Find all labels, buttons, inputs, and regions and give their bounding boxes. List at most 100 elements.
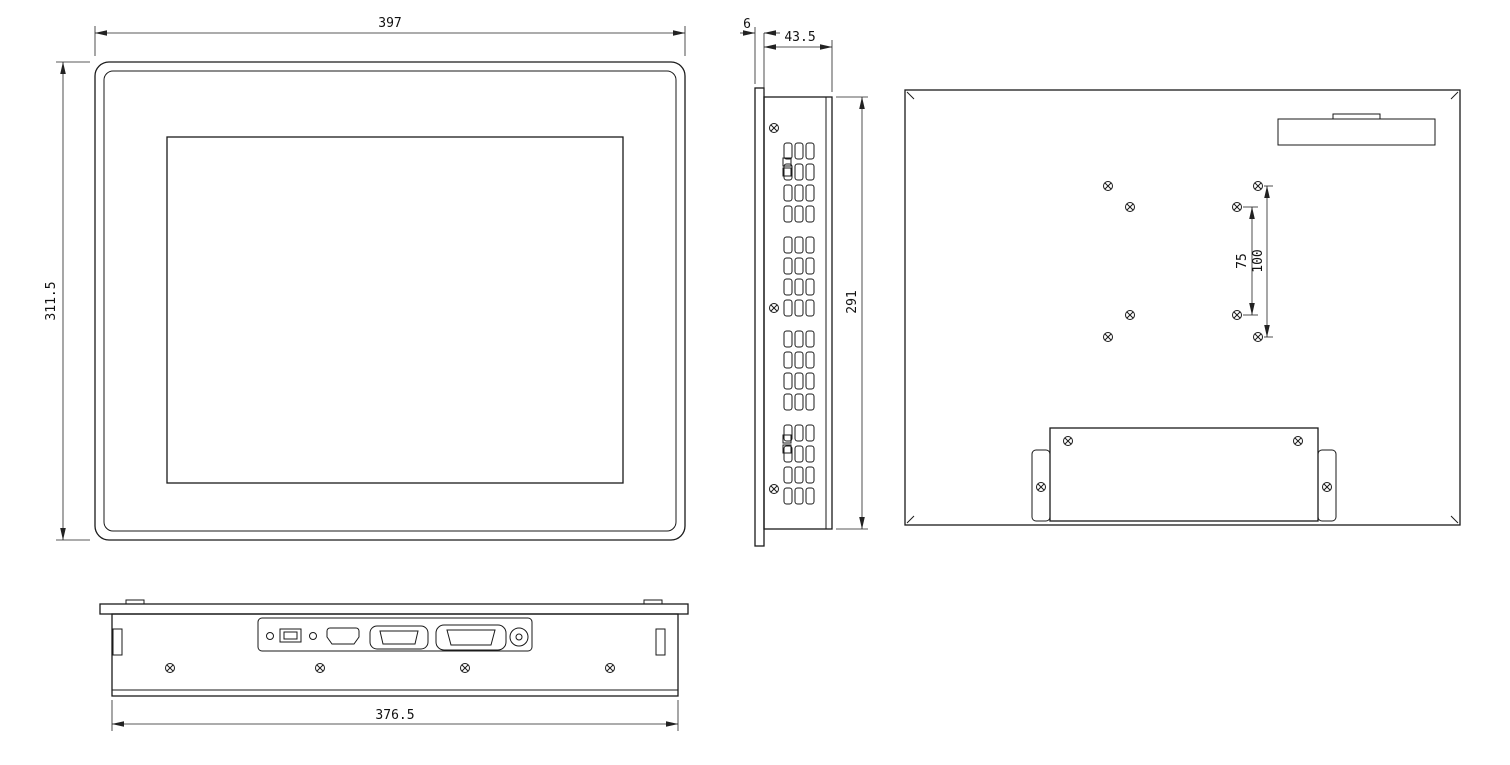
vent-slot: [783, 330, 793, 348]
vent-slot: [805, 466, 815, 484]
bottom-front-strip: [99, 603, 689, 615]
rear-panel: [904, 89, 1461, 526]
bottom-view: 376.5: [99, 599, 689, 731]
dim-label-front-height: 311.5: [44, 281, 59, 320]
vent-slot: [783, 372, 793, 390]
dsub-connector-inner: [446, 629, 496, 646]
vent-slot: [783, 351, 793, 369]
vent-slot: [794, 278, 804, 296]
screw-hole: [1125, 202, 1135, 212]
screw-hole: [460, 663, 470, 673]
screw-hole: [1232, 310, 1242, 320]
vent-slot: [794, 184, 804, 202]
side-body: [763, 96, 833, 530]
vent-slots: [783, 142, 815, 505]
audio-jack: [309, 632, 317, 640]
led-indicator: [266, 632, 274, 640]
vent-slot: [783, 424, 793, 442]
bottom-clip-right: [655, 628, 666, 656]
vent-slot: [805, 278, 815, 296]
screw-hole: [769, 123, 779, 133]
vent-slot: [805, 393, 815, 411]
corner-tick: [906, 515, 915, 524]
vent-slot: [794, 466, 804, 484]
front-view: 397 311.5: [44, 16, 686, 541]
screw-hole: [1103, 181, 1113, 191]
vent-slot: [805, 372, 815, 390]
front-inner-frame: [103, 70, 677, 532]
side-front-flange: [754, 87, 765, 547]
vent-slot: [783, 236, 793, 254]
dim-label-bottom-width: 376.5: [375, 708, 414, 723]
dim-label-side-bezel: 6: [743, 17, 751, 32]
vent-slot: [794, 205, 804, 223]
vent-slot: [805, 351, 815, 369]
side-detail-square: [782, 434, 792, 444]
dim-label-front-width: 397: [378, 16, 401, 31]
rear-view: 75 100: [904, 89, 1461, 526]
dim-label-side-depth: 43.5: [784, 30, 815, 45]
screw-hole: [1322, 482, 1332, 492]
power-jack-pin: [515, 633, 523, 641]
screw-hole: [769, 484, 779, 494]
vent-slot: [783, 299, 793, 317]
dsub-connector: [435, 624, 507, 651]
screw-hole: [1253, 181, 1263, 191]
rear-bracket-flange-right: [1317, 449, 1337, 522]
vent-slot: [794, 445, 804, 463]
vent-slot: [783, 257, 793, 275]
usb-port: [279, 628, 302, 643]
side-detail-square: [782, 167, 792, 177]
io-recess: [257, 617, 533, 652]
vent-slot: [805, 299, 815, 317]
vent-slot: [783, 487, 793, 505]
vent-slot: [794, 351, 804, 369]
corner-tick: [906, 91, 915, 100]
vent-slot: [783, 184, 793, 202]
rear-io-cutout-tab: [1332, 113, 1381, 120]
screw-hole: [1036, 482, 1046, 492]
power-jack: [509, 627, 529, 647]
bottom-clip-left: [112, 628, 123, 656]
vent-slot: [805, 257, 815, 275]
vent-slot: [783, 466, 793, 484]
dim-label-vesa-100: 100: [1251, 249, 1266, 272]
side-view: 6 43.5 291: [740, 17, 868, 547]
rear-io-cutout: [1277, 118, 1436, 146]
corner-tick: [1450, 91, 1459, 100]
vent-slot: [805, 445, 815, 463]
vent-slot: [783, 142, 793, 160]
side-detail-square: [782, 157, 792, 167]
screw-hole: [1103, 332, 1113, 342]
rear-bracket: [1049, 427, 1319, 522]
vent-slot: [783, 163, 793, 181]
front-outer-frame: [94, 61, 686, 541]
vent-slot: [805, 205, 815, 223]
screw-hole: [1232, 202, 1242, 212]
rear-bracket-flange-left: [1031, 449, 1051, 522]
dim-label-vesa-75: 75: [1235, 253, 1250, 269]
vent-slot: [805, 163, 815, 181]
screw-hole: [1063, 436, 1073, 446]
usb-port-inner: [283, 631, 298, 640]
screw-hole: [1253, 332, 1263, 342]
vent-slot: [794, 393, 804, 411]
side-detail-square: [782, 444, 792, 454]
vent-slot: [805, 330, 815, 348]
vent-slot: [794, 236, 804, 254]
vent-slot: [805, 184, 815, 202]
corner-tick: [1450, 515, 1459, 524]
screw-hole: [1293, 436, 1303, 446]
vent-slot: [794, 330, 804, 348]
vent-slot: [805, 487, 815, 505]
vent-slot: [794, 487, 804, 505]
hdmi-port: [326, 627, 360, 645]
screw-hole: [769, 303, 779, 313]
screw-holes: [165, 123, 1332, 673]
vent-slot: [805, 142, 815, 160]
screw-hole: [605, 663, 615, 673]
dim-label-side-height: 291: [845, 290, 860, 313]
screw-hole: [165, 663, 175, 673]
